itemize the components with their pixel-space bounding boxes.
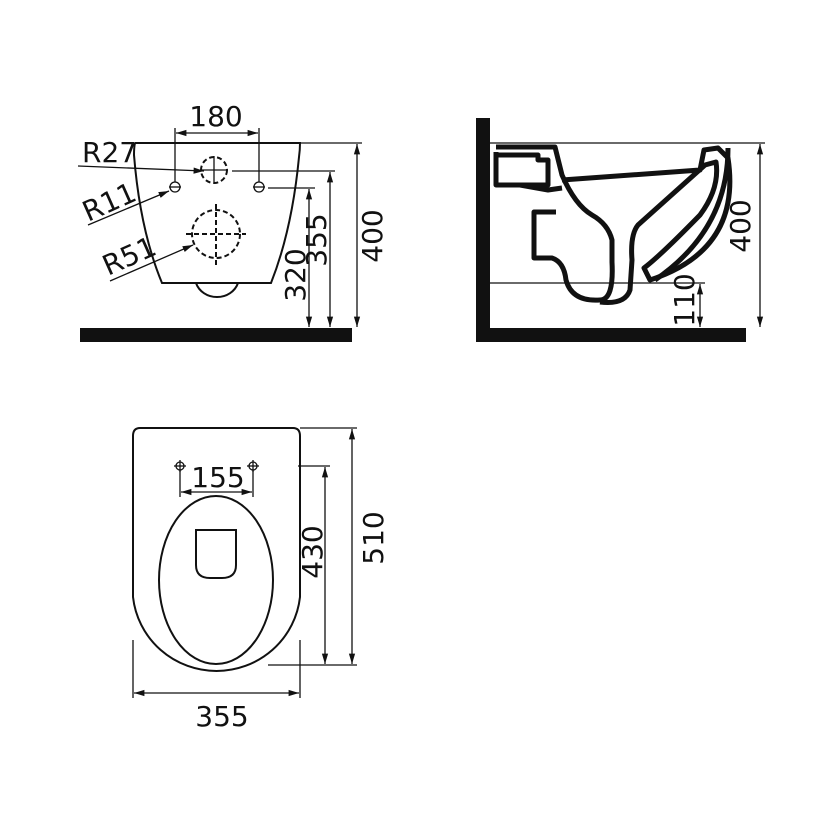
dim-430: 430	[296, 525, 329, 578]
dim-400-front: 400	[356, 209, 389, 262]
seat-opening	[158, 495, 274, 665]
label-r27: R27	[82, 136, 137, 169]
fixing-hole-left	[169, 181, 181, 193]
bowl-inner	[561, 145, 733, 305]
dim-320: 320	[279, 248, 312, 301]
floor	[476, 328, 746, 342]
inlet-spud	[493, 152, 563, 193]
outlet-bulge	[195, 282, 239, 298]
dim-355: 355	[300, 213, 333, 266]
front-outline	[132, 142, 302, 284]
flush-lid	[195, 529, 237, 579]
wall	[476, 118, 490, 342]
fixing-hole-right	[253, 181, 265, 193]
dim-400-side: 400	[724, 199, 757, 252]
bowl-shell	[653, 147, 731, 283]
dim-110: 110	[668, 273, 701, 326]
front-view: 180 R27 R11 R51 320 355 400	[77, 100, 389, 342]
dim-510: 510	[357, 511, 390, 564]
bowl-outer	[496, 144, 615, 303]
top-view: 155 430 510 355	[132, 427, 390, 733]
top-hole-r27	[200, 156, 228, 184]
outlet-r51	[186, 204, 246, 265]
label-r51: R51	[97, 230, 161, 283]
side-view: 400 110	[476, 118, 765, 342]
dim-155: 155	[191, 461, 244, 494]
top-outline	[132, 427, 301, 672]
dim-180: 180	[189, 100, 242, 133]
floor	[80, 328, 352, 342]
dim-355-width: 355	[195, 700, 248, 733]
label-r11: R11	[77, 176, 141, 229]
